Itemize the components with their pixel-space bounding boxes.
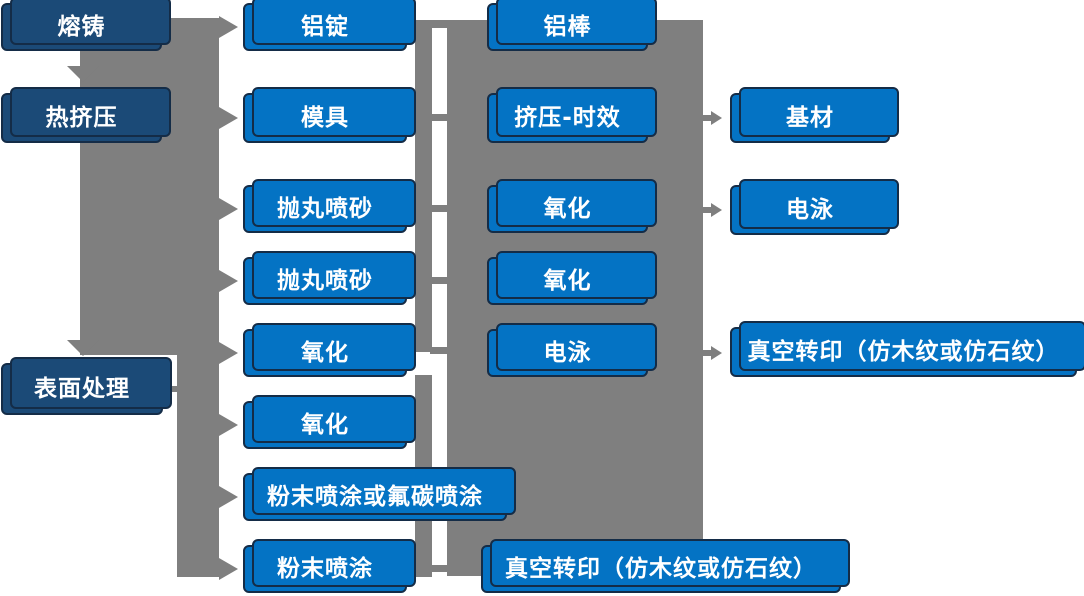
arrowhead-right-shot-blast-2 <box>219 270 238 292</box>
tick-row-4 <box>430 277 449 284</box>
arrowhead-right-oxidation-b <box>219 414 238 436</box>
node-electrophoresis-b: 电泳 <box>730 185 890 235</box>
node-powder-spray: 粉末喷涂 <box>243 545 407 593</box>
node-oxidation-c: 氧化 <box>487 185 648 233</box>
arrow-tail-substrate <box>703 115 712 121</box>
node-shot-blast-1: 抛丸喷砂 <box>243 185 407 233</box>
node-melt-casting: 熔铸 <box>1 3 162 51</box>
arrowhead-right-vacuum-transfer <box>711 346 722 360</box>
arrowhead-down-surface-treatment <box>67 340 99 356</box>
node-vacuum-transfer-bottom: 真空转印（仿木纹或仿石纹） <box>481 545 841 593</box>
node-substrate: 基材 <box>730 93 890 143</box>
connector-bar-middle-upper <box>415 20 432 352</box>
arrowhead-right-powder-fluorocarbon <box>219 486 238 508</box>
arrowhead-right-powder-spray <box>219 558 238 580</box>
tick-row-5 <box>430 347 449 354</box>
connector-bar-left-lower <box>177 355 219 577</box>
arrowhead-right-substrate <box>711 111 722 125</box>
arrowhead-down-hot-extrusion <box>67 66 99 82</box>
tick-top-row <box>430 20 449 28</box>
arrowhead-right-oxidation-a <box>219 342 238 364</box>
node-oxidation-a: 氧化 <box>243 329 407 377</box>
node-vacuum-transfer-right: 真空转印（仿木纹或仿石纹） <box>730 327 1077 377</box>
arrowhead-right-electrophoresis <box>711 203 722 217</box>
node-hot-extrusion: 热挤压 <box>1 93 162 143</box>
connector-block-left <box>80 18 219 355</box>
node-extrusion-aging: 挤压-时效 <box>487 93 648 143</box>
node-oxidation-b: 氧化 <box>243 401 407 449</box>
arrow-tail-vacuum-transfer <box>703 350 712 356</box>
tick-mold-row <box>407 114 449 121</box>
tick-row-3 <box>430 205 449 212</box>
node-aluminum-ingot: 铝锭 <box>243 3 407 51</box>
arrowhead-right-mold <box>219 107 238 129</box>
node-mold: 模具 <box>243 93 407 143</box>
node-electrophoresis-a: 电泳 <box>487 329 648 377</box>
node-oxidation-d: 氧化 <box>487 257 648 305</box>
arrow-tail-electrophoresis <box>703 207 712 213</box>
node-shot-blast-2: 抛丸喷砂 <box>243 257 407 305</box>
arrowhead-right-shot-blast-1 <box>219 198 238 220</box>
tick-row-8 <box>430 565 449 572</box>
node-powder-or-fluorocarbon-spray: 粉末喷涂或氟碳喷涂 <box>243 473 507 521</box>
node-aluminum-rod: 铝棒 <box>487 3 648 51</box>
node-surface-treatment: 表面处理 <box>1 363 163 415</box>
arrowhead-right-aluminum-ingot <box>219 16 238 38</box>
